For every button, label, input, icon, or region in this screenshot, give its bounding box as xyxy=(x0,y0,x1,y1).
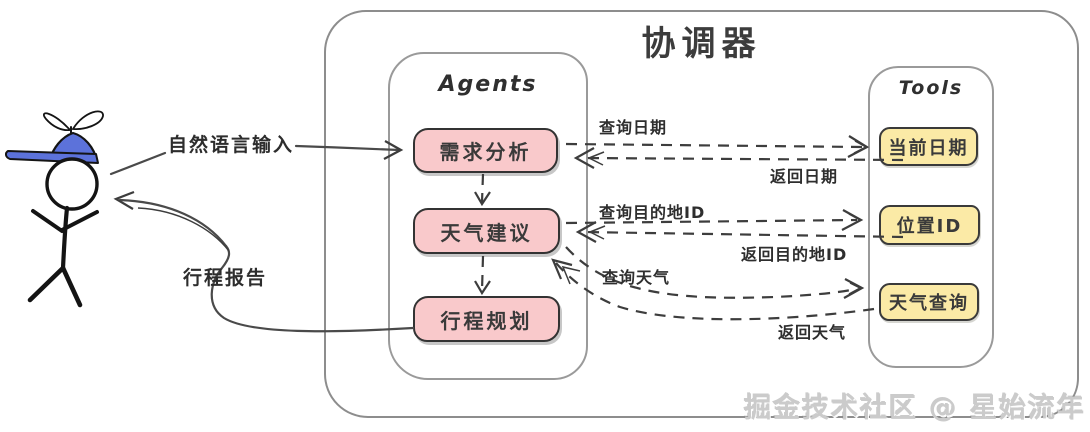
person-legs xyxy=(27,265,83,308)
tool-node-weather-query: 天气查询 xyxy=(879,283,979,321)
return-destination-label: 返回目的地ID xyxy=(741,245,848,264)
agent-node-weather-advice: 天气建议 xyxy=(413,208,560,254)
agent-node-itinerary-planning: 行程规划 xyxy=(413,296,560,342)
return-weather-arrow xyxy=(551,258,875,321)
itinerary-report-label: 行程报告 xyxy=(183,267,268,289)
return-date-arrow xyxy=(573,147,904,169)
query-date-label: 查询日期 xyxy=(599,118,668,137)
report-arrow xyxy=(113,190,415,333)
query-destination-arrow xyxy=(565,209,864,231)
agent-flow-arrow-2 xyxy=(474,255,491,296)
stick-figure-person-icon xyxy=(4,110,104,308)
coordinator-title: 协调器 xyxy=(641,24,762,64)
query-weather-label: 查询天气 xyxy=(602,268,671,287)
natural-language-input-label: 自然语言输入 xyxy=(168,134,295,156)
return-destination-arrow xyxy=(575,221,904,243)
query-destination-label: 查询目的地ID xyxy=(599,203,706,222)
person-body xyxy=(60,205,70,271)
return-weather-label: 返回天气 xyxy=(778,323,847,342)
propeller-icon xyxy=(43,110,104,136)
return-date-label: 返回日期 xyxy=(770,167,839,186)
tools-group-label: Tools xyxy=(898,77,964,99)
propeller-cap-icon xyxy=(4,131,99,164)
person-arms xyxy=(31,209,99,233)
tool-node-location-id: 位置ID xyxy=(879,205,980,245)
query-weather-arrow xyxy=(565,246,865,299)
agent-node-requirement-analysis: 需求分析 xyxy=(413,128,558,173)
input-arrow xyxy=(109,140,404,176)
tool-node-current-date: 当前日期 xyxy=(879,127,978,166)
watermark-text: 掘金技术社区 @ 星始流年 xyxy=(744,393,1086,424)
query-date-arrow xyxy=(565,135,870,158)
agents-group-label: Agents xyxy=(438,72,538,97)
agent-flow-arrow-1 xyxy=(474,173,491,207)
person-head xyxy=(45,157,99,211)
